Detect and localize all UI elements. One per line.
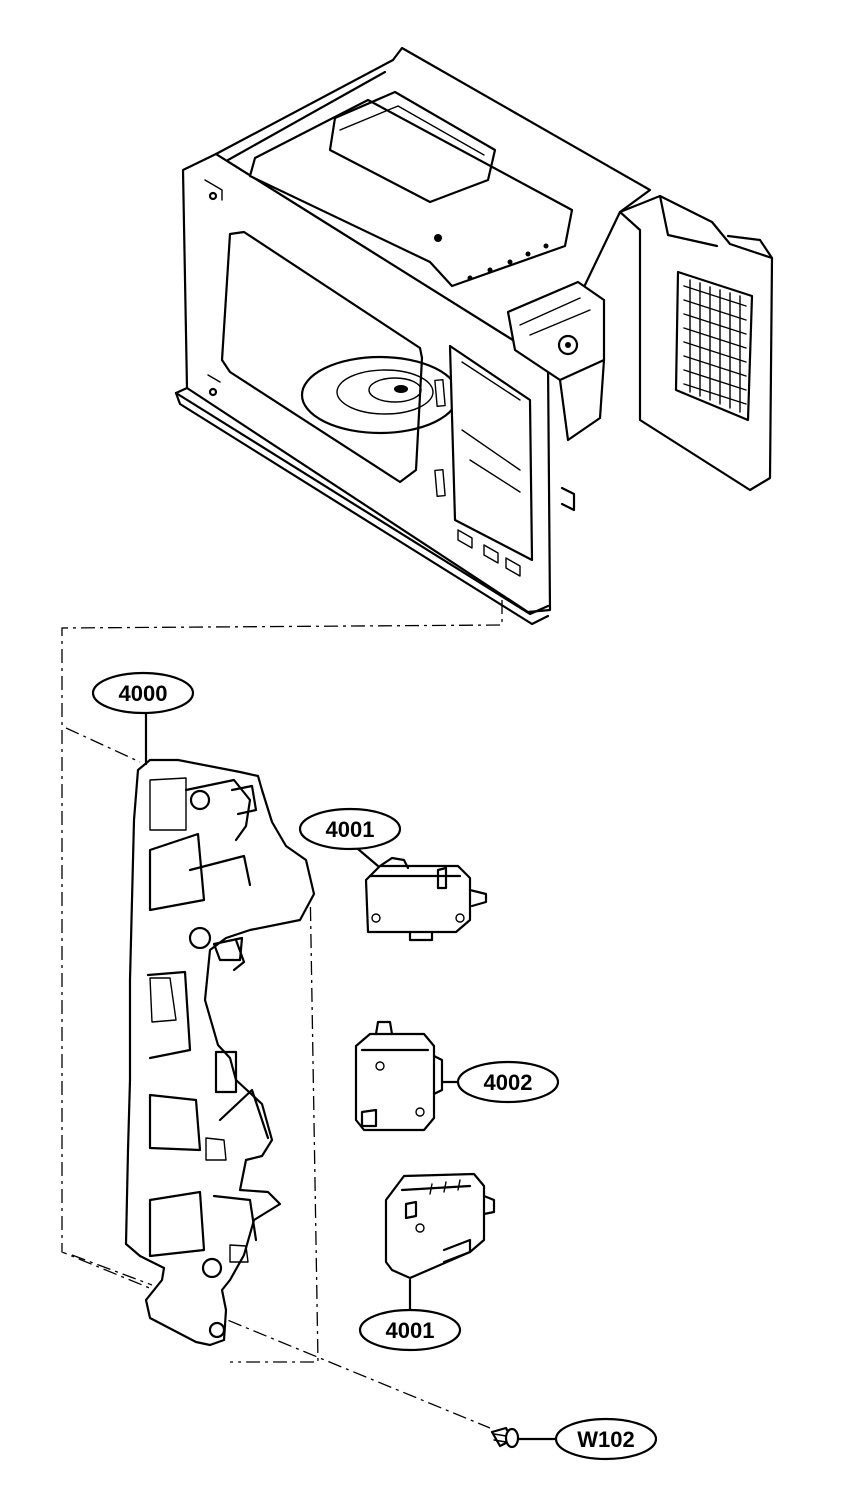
callout-4001-upper: 4001 [298, 807, 402, 868]
switch-upper [364, 856, 488, 942]
cavity-opening [220, 230, 460, 484]
callout-4002: 4002 [440, 1060, 560, 1104]
switch-middle [354, 1020, 444, 1132]
callout-w102: W102 [554, 1417, 658, 1461]
label-4001-upper: 4001 [326, 817, 375, 842]
motor [506, 280, 606, 442]
assembly-lines [61, 600, 503, 1429]
switch-lower [384, 1172, 496, 1280]
screw [490, 1426, 560, 1449]
callout-4001-lower: 4001 [358, 1278, 462, 1352]
door-latch-frame [124, 758, 316, 1347]
label-w102: W102 [577, 1427, 634, 1452]
vent-grille [674, 270, 754, 422]
label-4002: 4002 [484, 1070, 533, 1095]
microwave-cavity-assembly [174, 46, 774, 626]
callout-4000: 4000 [91, 671, 195, 766]
label-4000: 4000 [119, 681, 168, 706]
label-4001-lower: 4001 [386, 1318, 435, 1343]
